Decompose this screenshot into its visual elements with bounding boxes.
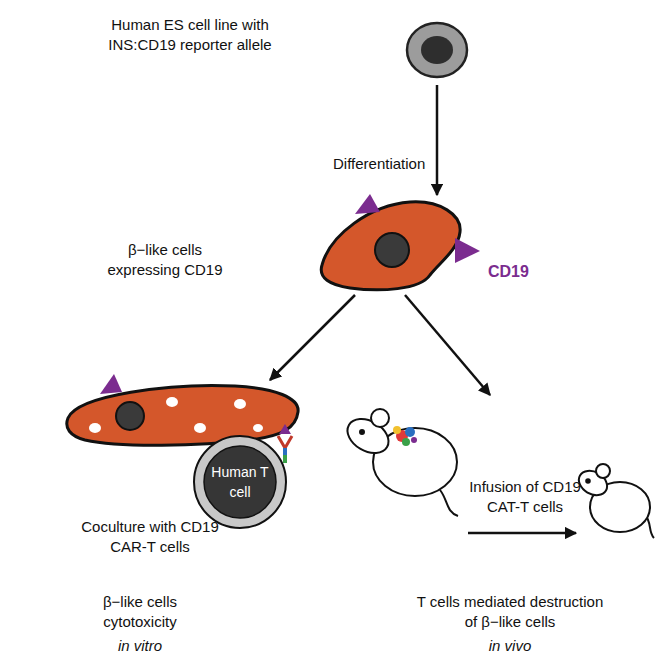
infusion-arrow <box>468 532 576 535</box>
node-text: Infusion of CD19 CAT-T cells <box>463 477 587 517</box>
beta-nucleus <box>116 402 144 430</box>
edge-label: Differentiation <box>331 154 427 174</box>
t-cell-outline <box>192 434 288 530</box>
connector-arrow <box>405 295 490 395</box>
t-cell-nucleus <box>204 446 276 518</box>
coculture-group: Coculture with CD19 CAR-T cells Human T c… <box>55 380 305 555</box>
result-label: T cells mediated destruction of β−like c… <box>410 592 610 632</box>
t-cell-membrane <box>194 436 286 528</box>
mouse-group: Infusion of CD19 CAT-T cells <box>340 395 660 545</box>
cd19-marker <box>455 238 480 263</box>
cell-line-group: Human ES cell line with INS:CD19 reporte… <box>95 10 470 85</box>
car-receptor <box>283 455 287 463</box>
node-text: Human T cell <box>206 462 274 502</box>
granule <box>194 423 206 433</box>
node-text: β−like cells expressing CD19 <box>95 240 235 280</box>
es-cell <box>407 23 467 77</box>
beta-nucleus <box>375 233 409 267</box>
mouse <box>341 409 458 516</box>
node-text: Coculture with CD19 CAR-T cells <box>75 517 225 557</box>
cd19-marker <box>100 374 122 394</box>
cd19-marker <box>279 424 291 434</box>
node-text: Human ES cell line with INS:CD19 reporte… <box>100 15 280 55</box>
result-label: in vivo <box>410 636 610 656</box>
result-label: in vitro <box>80 636 200 656</box>
graft <box>393 426 417 446</box>
granule <box>253 424 263 432</box>
granule <box>89 423 101 433</box>
t-cell: Human T cell <box>192 434 288 530</box>
car-receptor <box>283 448 287 455</box>
granule <box>234 399 246 409</box>
car-receptor <box>278 436 292 448</box>
es-nucleus <box>421 36 453 64</box>
cd19-marker <box>355 194 380 214</box>
marker-label: CD19 <box>488 262 548 282</box>
connector-arrow <box>270 295 355 380</box>
granule <box>166 397 178 407</box>
mouse <box>575 464 654 538</box>
connector-arrow <box>436 85 439 195</box>
beta-cell <box>67 386 298 446</box>
beta-cell <box>321 202 460 290</box>
result-label: β−like cells cytotoxicity <box>80 592 200 632</box>
beta-cell-group: β−like cells expressing CD19 <box>80 195 475 295</box>
